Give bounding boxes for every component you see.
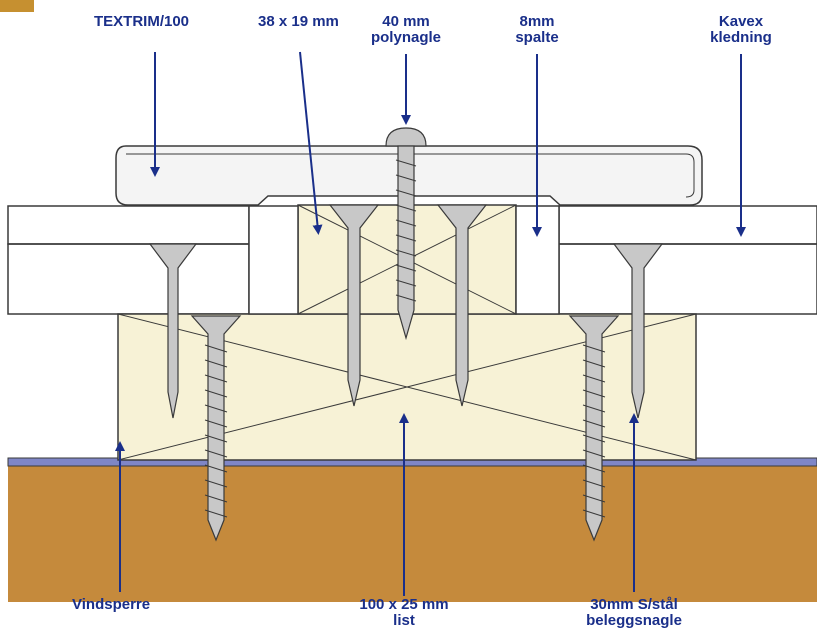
label-cladding: Kavex kledning: [710, 13, 772, 46]
label-gap: 8mm spalte: [515, 13, 559, 46]
label-textrim: TEXTRIM/100: [94, 13, 190, 30]
label-windbarrier: Vindsperre: [72, 596, 151, 613]
wall-substrate: [8, 466, 817, 602]
label-polynagle: 40 mm polynagle: [370, 13, 441, 46]
corner-tab: [0, 0, 34, 12]
gap-boards: [248, 205, 560, 315]
arrow-batten-small: [299, 51, 323, 235]
label-batten-small: 38 x 19 mm: [258, 13, 339, 30]
label-screw-nail: 30mm S/stål beleggsnagle: [586, 596, 682, 629]
fasteners: [148, 127, 664, 542]
label-batten-large: 100 x 25 mm list: [359, 596, 449, 629]
